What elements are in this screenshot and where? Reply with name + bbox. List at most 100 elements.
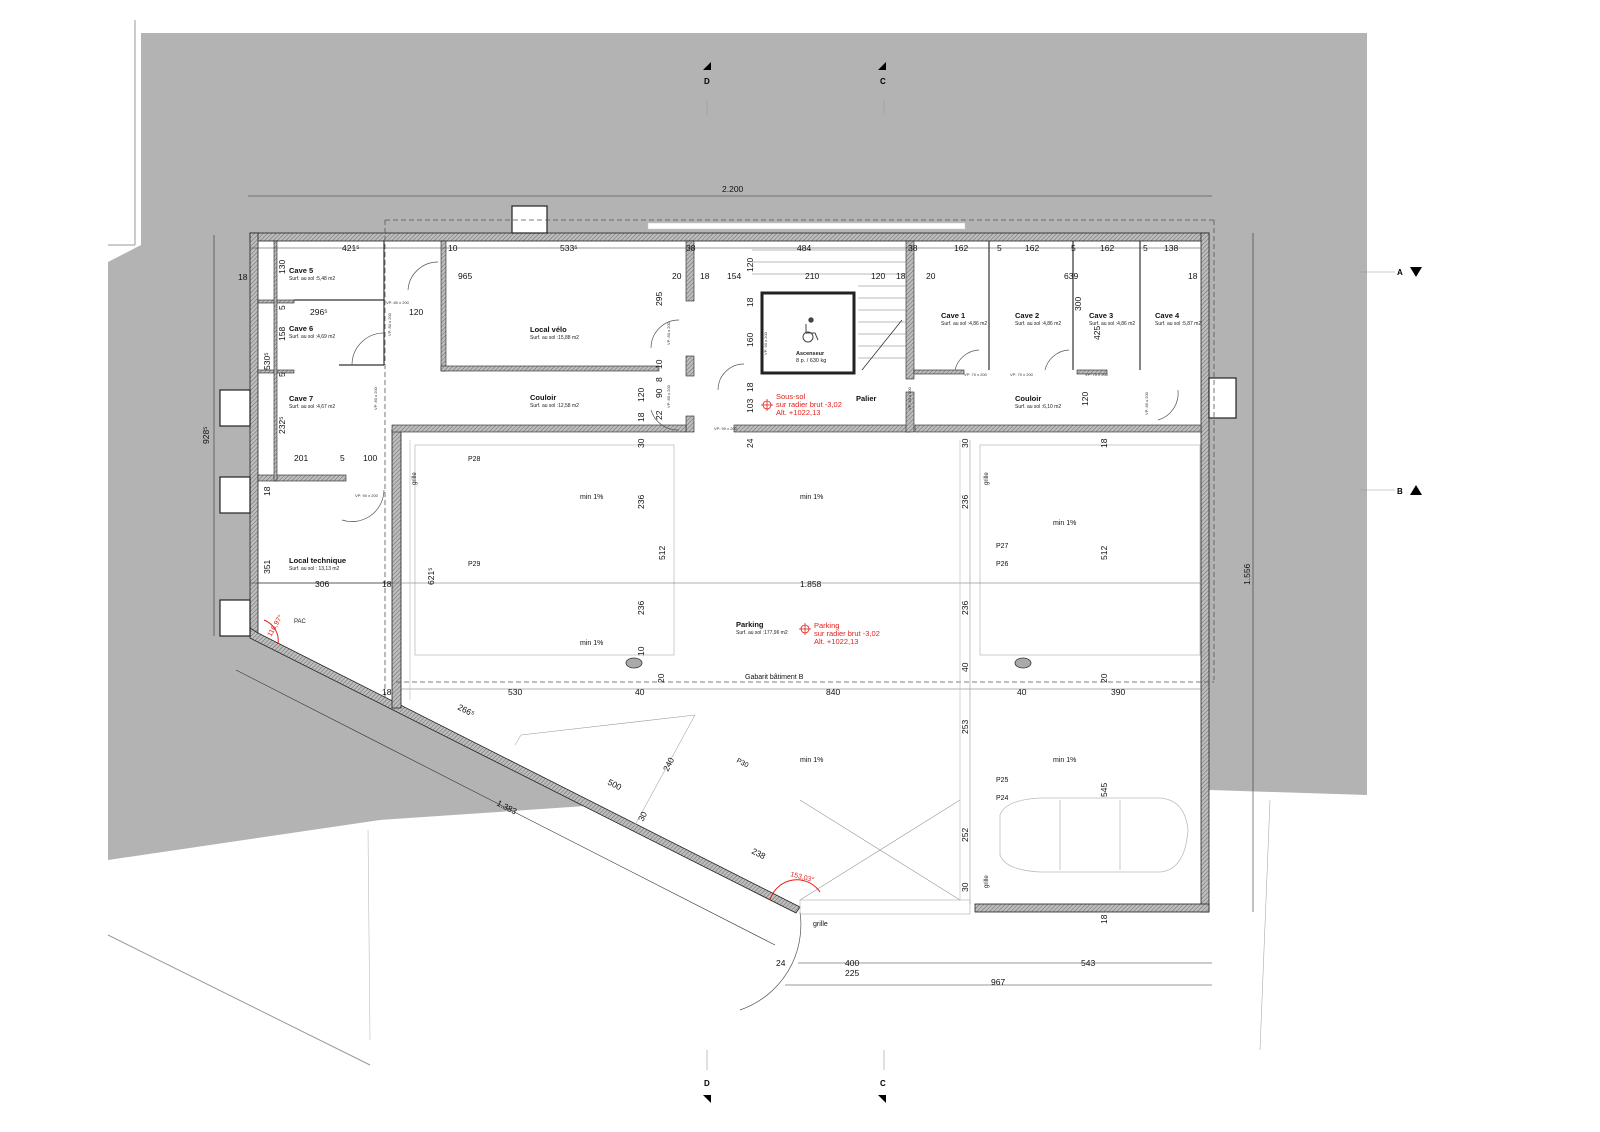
dim: 10	[636, 646, 646, 656]
section-lines	[706, 100, 1395, 1070]
dim: 24	[745, 438, 755, 448]
dim: 18	[262, 486, 272, 496]
room-area-parking: Surf. au sol :177,96 m2	[736, 630, 788, 636]
dim-overall-top: 2.200	[722, 184, 744, 194]
dim: 162	[954, 243, 968, 253]
dim: 120	[1080, 392, 1090, 406]
dim: 18	[896, 271, 906, 281]
parking-lines	[258, 440, 1201, 915]
section-label-c: C	[880, 1079, 886, 1088]
dim: 425	[1092, 326, 1102, 340]
dim: 40	[635, 687, 645, 697]
level-parking-1: Parking	[814, 621, 839, 630]
dim: 40	[1017, 687, 1027, 697]
dim: 1.858	[800, 579, 822, 589]
dim: 30	[636, 810, 649, 823]
room-name-couloir-left: Couloir	[530, 393, 556, 402]
dim-overall-right: 1.556	[1242, 563, 1252, 585]
room-area-couloir-right: Surf. au sol :6,10 m2	[1015, 404, 1061, 410]
dim: 30	[960, 438, 970, 448]
grille-label: grille	[813, 921, 828, 928]
dim: 18	[382, 579, 392, 589]
level-parking-2: sur radier brut -3,02	[814, 629, 880, 638]
floor-drain	[625, 657, 643, 669]
dim: 162	[1100, 243, 1114, 253]
level-soussol-3: Alt. +1022,13	[776, 408, 820, 417]
dim-bottom: 543	[1081, 958, 1095, 968]
dim: 20	[672, 271, 682, 281]
dim: 530⁵	[262, 352, 272, 370]
dim: 5	[1143, 243, 1148, 253]
gabarit-lines	[384, 219, 1215, 700]
door-label: VP: 80 x 200	[373, 386, 378, 410]
dim-overall-bottom: 967	[991, 977, 1005, 987]
dim: 236	[960, 495, 970, 509]
dim-bottom: 225	[845, 968, 859, 978]
room-name-ascenseur: Ascenseur	[796, 351, 825, 357]
section-label-a: A	[1397, 268, 1403, 277]
slope-label: min 1%	[580, 640, 603, 647]
parking-spot-label: P30	[735, 758, 749, 770]
slope-label: min 1%	[800, 757, 823, 764]
dim: 232⁵	[277, 416, 287, 434]
dim: 138	[1164, 243, 1178, 253]
section-markers	[703, 62, 1422, 1103]
room-area-cave5: Surf. au sol :5,48 m2	[289, 276, 335, 282]
room-area-cave2: Surf. au sol :4,86 m2	[1015, 321, 1061, 327]
dim: 5	[277, 305, 287, 310]
dim: 18	[636, 412, 646, 422]
room-name-cave7: Cave 7	[289, 394, 313, 403]
dimension-lines	[213, 195, 1254, 986]
dim: 30	[960, 882, 970, 892]
door-label: VP: 80 x 200	[1144, 391, 1149, 415]
room-name-parking: Parking	[736, 620, 764, 629]
dim: 20	[656, 673, 666, 683]
dim: 18	[238, 272, 248, 282]
dim: 10	[654, 359, 664, 369]
dim: 530	[508, 687, 522, 697]
door-label: VP: 70 x 200	[1085, 372, 1109, 377]
dim: 154	[727, 271, 741, 281]
section-label-d: D	[704, 1079, 710, 1088]
room-area-couloir-left: Surf. au sol :12,58 m2	[530, 403, 579, 409]
dim: 236	[636, 495, 646, 509]
dim: 295	[654, 292, 664, 306]
parking-spot-label: P27	[996, 543, 1009, 550]
car-outline	[999, 797, 1189, 873]
dim-bottom: 24	[776, 958, 786, 968]
door-label: VP: 80 x 200	[386, 300, 410, 305]
dim: 253	[960, 720, 970, 734]
dim: 201	[294, 453, 308, 463]
dim: 90	[654, 388, 664, 398]
dim: 639	[1064, 271, 1078, 281]
level-parking-3: Alt. +1022,13	[814, 637, 858, 646]
dim: 18	[700, 271, 710, 281]
angle-arcs	[263, 619, 821, 901]
slope-label: min 1%	[800, 494, 823, 501]
dim: 120	[745, 258, 755, 272]
dim: 30	[636, 438, 646, 448]
dim: 18	[745, 382, 755, 392]
room-name-pac: PAC	[294, 619, 307, 625]
terrain-line	[367, 829, 371, 1041]
dim: 621⁵	[426, 567, 436, 585]
room-name-cave2: Cave 2	[1015, 311, 1039, 320]
terrain-line	[1259, 799, 1271, 1051]
room-area-cave4: Surf. au sol :5,87 m2	[1155, 321, 1201, 327]
section-label-b: B	[1397, 487, 1403, 496]
dim: 252	[960, 828, 970, 842]
interior-walls	[257, 240, 1202, 482]
door-label: VP: 80 x 200	[666, 384, 671, 408]
dim-overall-left: 928⁵	[201, 426, 211, 444]
dim: 40	[960, 662, 970, 672]
dim: 5	[1071, 243, 1076, 253]
door-label: VP: 80 x 200	[907, 386, 912, 410]
grille-label: grille	[984, 472, 990, 485]
dim: 18	[1188, 271, 1198, 281]
dim: 18	[382, 687, 392, 697]
door-label: VP: 80 x 200	[666, 321, 671, 345]
room-area-cave7: Surf. au sol :4,67 m2	[289, 404, 335, 410]
dim: 236	[636, 601, 646, 615]
dim: 162	[1025, 243, 1039, 253]
room-area-cave3: Surf. au sol :4,86 m2	[1089, 321, 1135, 327]
